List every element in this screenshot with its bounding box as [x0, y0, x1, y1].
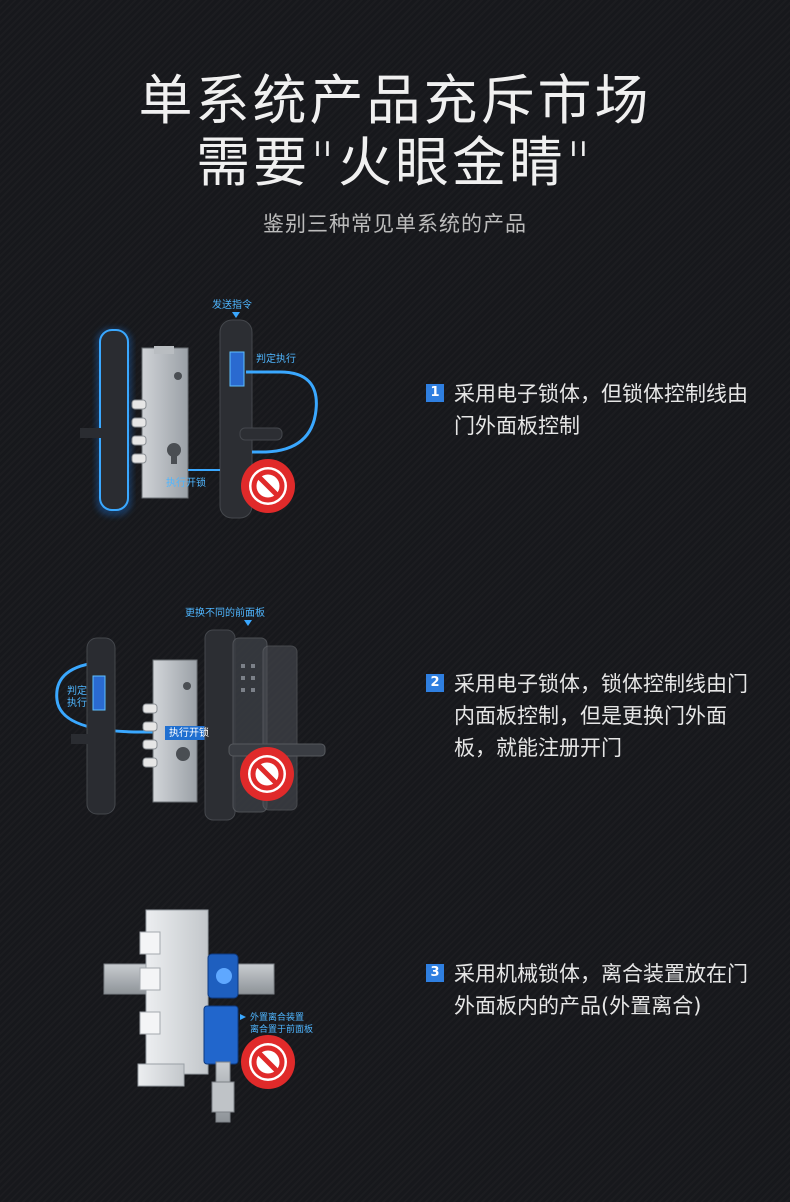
item-number-badge: 2 [426, 674, 444, 692]
label-execute-unlock: 执行开锁 [169, 726, 209, 739]
label-execute: 执行 [67, 696, 87, 709]
label-swap-panel: 更换不同的前面板 [185, 606, 265, 619]
label-send-command: 发送指令 [212, 298, 252, 311]
headline-line2: 需要"火眼金睛" [196, 131, 594, 194]
headline-line1: 单系统产品充斥市场 [138, 69, 652, 132]
label-judge-execute: 判定执行 [256, 352, 296, 365]
item-1: 1 采用电子锁体，但锁体控制线由 门外面板控制 [426, 378, 761, 442]
subtitle: 鉴别三种常见单系统的产品 [263, 212, 527, 236]
label-clutch-line1: 外置离合装置 [250, 1011, 304, 1023]
item-text: 采用电子锁体，锁体控制线由门内面板控制，但是更换门外面板，就能注册开门 [454, 672, 748, 760]
label-judge: 判定 [67, 684, 87, 697]
item-text: 采用机械锁体，离合装置放在门外面板内的产品(外置离合) [454, 962, 748, 1018]
item-number-badge: 3 [426, 964, 444, 982]
item-3: 3 采用机械锁体，离合装置放在门外面板内的产品(外置离合) [426, 958, 761, 1022]
label-execute-unlock: 执行开锁 [166, 476, 206, 489]
item-text: 采用电子锁体，但锁体控制线由 门外面板控制 [454, 382, 748, 438]
illustration-1: 发送指令 判定执行 执行开锁 [80, 298, 318, 519]
item-2: 2 采用电子锁体，锁体控制线由门内面板控制，但是更换门外面板，就能注册开门 [426, 668, 761, 764]
label-clutch-line2: 离合置于前面板 [250, 1023, 313, 1035]
illustration-2: 更换不同的前面板 判定 执行 执行开锁 [55, 606, 326, 821]
illustration-3: 外置离合装置 离合置于前面板 [103, 909, 313, 1123]
item-number-badge: 1 [426, 384, 444, 402]
